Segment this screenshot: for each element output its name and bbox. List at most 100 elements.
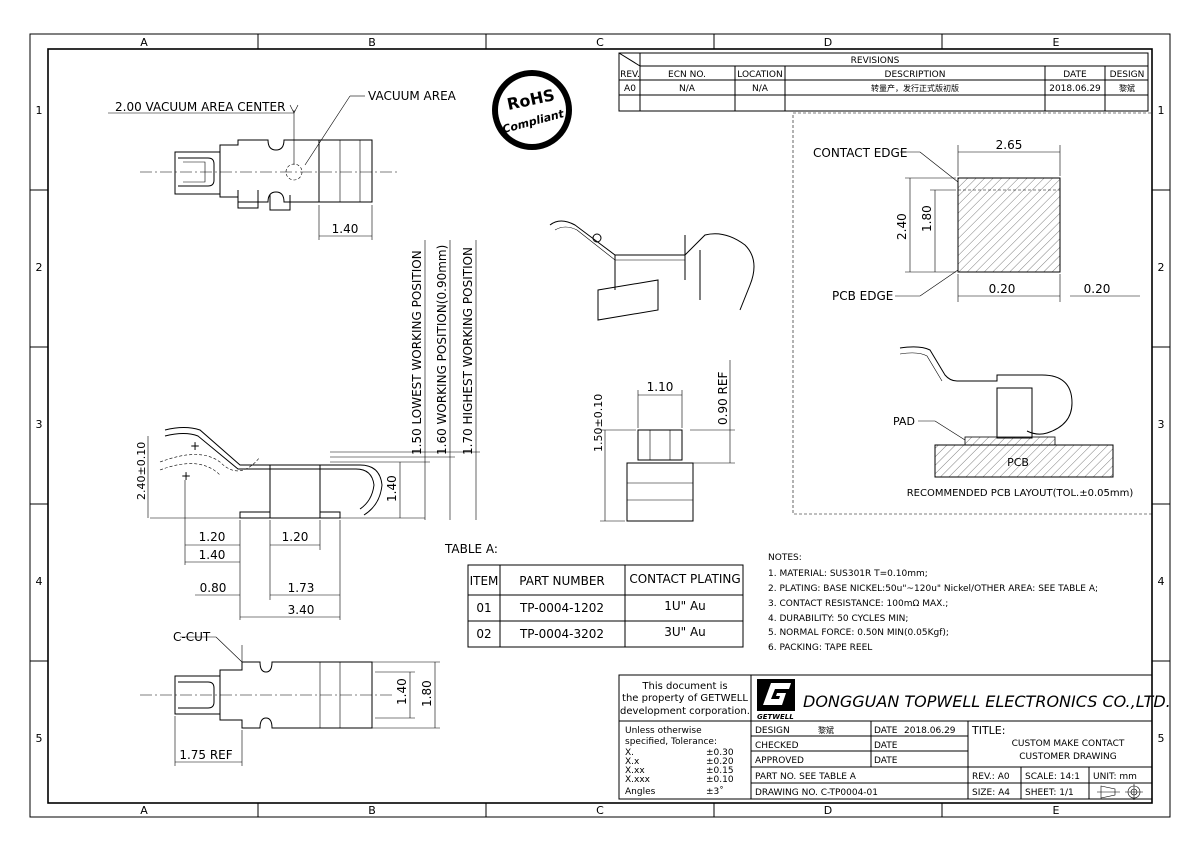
tolerance-row-label: X.x [625,757,640,767]
dim-1-40-side: 1.40 [385,475,399,502]
tolerance-row-label: Angles [625,787,656,797]
dim-0-20-a: 0.20 [989,282,1016,296]
table-a-cell: TP-0004-3202 [519,627,604,641]
date-label: DATE [874,741,898,751]
col-label: D [824,804,832,817]
revision: REV.: A0 [972,772,1010,782]
label-pcb: PCB [1007,456,1029,469]
frame-labels: A B C D E A B C D E 1 2 3 4 5 1 2 3 4 5 [36,36,1165,817]
dim-1-40-bottom: 1.40 [395,678,409,705]
dim-1-50: 1.50±0.10 [592,394,605,452]
col-label: E [1053,804,1060,817]
row-label: 1 [36,104,43,117]
scale: SCALE: 14:1 [1025,772,1080,782]
property-line: development corporation. [620,706,750,717]
title-line: CUSTOM MAKE CONTACT [1012,739,1125,749]
tolerance-row-label: X. [625,748,634,758]
front-view-drawing: 1.10 0.90 REF 1.50±0.10 [592,360,735,522]
rev-cell: 转量产，发行正式版初版 [871,83,959,93]
revisions-table: REVISIONS REV. ECN NO. LOCATION DESCRIPT… [618,52,1149,112]
date-label: DATE [874,726,898,736]
dim-2-65: 2.65 [996,138,1023,152]
notes-title: NOTES: [768,553,802,563]
dim-0-20-b: 0.20 [1084,282,1111,296]
property-line: This document is [641,681,727,692]
table-a-cell: TP-0004-1202 [519,601,604,615]
isometric-view-drawing [549,220,755,321]
table-a-header: CONTACT PLATING [629,572,740,586]
table-a-header: ITEM [470,574,499,588]
table-a-cell: 1U" Au [664,599,706,613]
projection-symbol-icon [1097,784,1143,800]
col-label: B [368,36,376,49]
label-contact-edge: CONTACT EDGE [813,146,907,160]
table-a-cell: 01 [476,601,491,615]
col-label: C [596,36,604,49]
tolerance-row-label: X.xxx [625,775,651,785]
side-view-drawing: + + 2.40±0.10 1.40 1.20 1.20 1.40 0.80 1… [135,427,425,620]
label-lowest-position: 1.50 LOWEST WORKING POSITION [410,250,424,455]
row-label: 5 [36,732,43,745]
row-label: 4 [1158,575,1165,588]
pcb-layout-drawing: 2.65 2.40 1.80 CONTACT EDGE PCB EDGE 0.2… [792,112,1153,515]
tolerance-row-value: ±0.15 [706,766,734,776]
note-item: 6. PACKING: TAPE REEL [768,643,872,653]
rev-header: REV. [620,70,640,80]
dim-3-40: 3.40 [288,603,315,617]
rev-header: DESCRIPTION [885,70,946,80]
rev-cell: N/A [752,84,769,94]
top-view-drawing: 2.00 VACUUM AREA CENTER VACUUM AREA 1.40 [108,89,457,240]
dim-1-40-b: 1.40 [199,548,226,562]
dim-1-20-a: 1.20 [199,530,226,544]
pcb-layout-caption: RECOMMENDED PCB LAYOUT(TOL.±0.05mm) [907,488,1134,499]
tolerance-title: specified, Tolerance: [625,737,717,747]
label-working-position: 1.60 WORKING POSITION(0.90mm) [435,245,449,455]
getwell-logo: GETWELL [757,679,795,721]
design-label: DESIGN [755,726,790,736]
rev-cell: A0 [624,84,636,94]
dim-1-40-top: 1.40 [332,222,359,236]
svg-text:GETWELL: GETWELL [757,713,794,721]
label-vacuum-area: VACUUM AREA [368,89,457,103]
rev-cell: N/A [679,84,696,94]
svg-text:+: + [190,439,200,453]
note-item: 5. NORMAL FORCE: 0.50N MIN(0.05Kgf); [768,628,949,638]
row-label: 3 [36,418,43,431]
col-label: D [824,36,832,49]
design-value: 黎斌 [818,725,834,735]
table-a-header: PART NUMBER [519,574,605,588]
dim-1-80-pcb: 1.80 [920,205,934,232]
rev-header: DATE [1063,70,1087,80]
table-a-cell: 02 [476,627,491,641]
notes-block: NOTES: 1. MATERIAL: SUS301R T=0.10mm; 2.… [768,553,1098,653]
row-label: 5 [1158,732,1165,745]
col-label: C [596,804,604,817]
tolerance-row-label: X.xx [625,766,645,776]
bottom-view-drawing: C-CUT 1.40 1.80 1.75 REF [140,630,440,766]
dim-0-90-ref: 0.90 REF [716,372,730,425]
dim-1-10: 1.10 [647,380,674,394]
unit: UNIT: mm [1093,772,1137,782]
tolerance-row-value: ±0.10 [706,775,734,785]
dim-1-80-bottom: 1.80 [420,680,434,707]
label-pcb-edge: PCB EDGE [832,289,893,303]
label-vacuum-center: 2.00 VACUUM AREA CENTER [115,100,285,114]
property-line: the property of GETWELL [622,693,748,704]
row-label: 2 [36,261,43,274]
rev-header: DESIGN [1110,70,1145,80]
rev-cell: 2018.06.29 [1049,84,1101,94]
dim-0-80: 0.80 [200,581,227,595]
tolerance-row-value: ±3˚ [706,786,724,797]
table-a-label: TABLE A: [444,542,498,556]
title-block: This document is the property of GETWELL… [618,674,1171,800]
note-item: 4. DURABILITY: 50 CYCLES MIN; [768,614,908,624]
drawing-number: DRAWING NO. C-TP0004-01 [755,788,878,798]
date-label: DATE [874,756,898,766]
row-label: 1 [1158,104,1165,117]
row-label: 3 [1158,418,1165,431]
dim-2-40-pcb: 2.40 [895,213,909,240]
note-item: 3. CONTACT RESISTANCE: 100mΩ MAX.; [768,599,948,609]
tolerance-row-value: ±0.30 [706,748,734,758]
size: SIZE: A4 [972,788,1010,798]
table-a: TABLE A: ITEM PART NUMBER CONTACT PLATIN… [444,542,744,648]
